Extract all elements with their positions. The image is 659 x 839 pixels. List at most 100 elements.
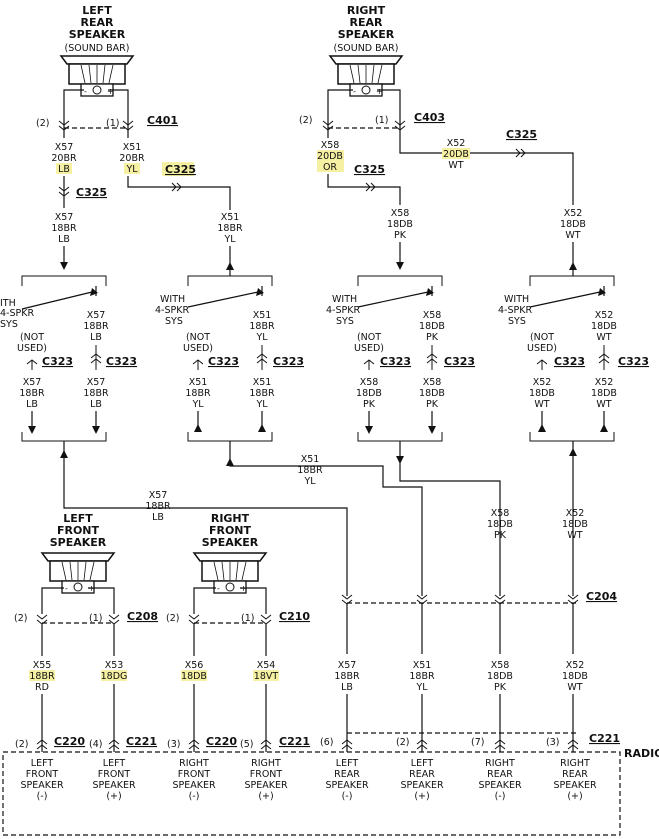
sw2-x51-r-color: YL bbox=[255, 399, 268, 410]
x58-a: X58 bbox=[321, 140, 340, 151]
right-rear-speaker-title-1: RIGHT bbox=[347, 4, 386, 17]
rt2-l3: SPEAKER bbox=[172, 780, 215, 791]
c323-2a: C323 bbox=[208, 355, 239, 368]
mid-x57-color: LB bbox=[152, 512, 164, 523]
lo-x58-gauge: 18DB bbox=[487, 671, 513, 682]
c323-4a: C323 bbox=[554, 355, 585, 368]
rt1-l3: SPEAKER bbox=[92, 780, 135, 791]
mid-x52-color: WT bbox=[567, 530, 582, 541]
rad-pin7: (7) bbox=[471, 737, 484, 748]
c401-label: C401 bbox=[147, 114, 178, 127]
rt3-l3: SPEAKER bbox=[244, 780, 287, 791]
sw4-x52-l-color: WT bbox=[534, 399, 549, 410]
lf-x55: X55 bbox=[33, 660, 52, 671]
x57-a-gauge: 20BR bbox=[51, 153, 77, 164]
lo-x52-gauge: 18DB bbox=[562, 671, 588, 682]
lf-x55-color: RD bbox=[35, 682, 49, 693]
rad-pin5: (5) bbox=[240, 739, 253, 750]
lr-pin1: (1) bbox=[106, 118, 119, 129]
left-front-speaker-title-3: SPEAKER bbox=[50, 536, 107, 549]
sw2-x51-r-gauge: 18BR bbox=[249, 388, 275, 399]
rt2-l1: RIGHT bbox=[179, 758, 209, 769]
rad-pin3-b: (3) bbox=[546, 737, 559, 748]
sw4-x52-color: WT bbox=[596, 332, 611, 343]
x58-b: X58 bbox=[391, 208, 410, 219]
rt3-l4: (+) bbox=[258, 791, 273, 802]
rf-x54: X54 bbox=[257, 660, 276, 671]
sw1-not: (NOT bbox=[20, 332, 44, 343]
c221-b: C221 bbox=[279, 735, 310, 748]
sw3-x58-gauge: 18DB bbox=[419, 321, 445, 332]
x58-a-color: OR bbox=[323, 162, 337, 173]
sw3-with: WITH bbox=[332, 294, 357, 305]
lo-x52: X52 bbox=[566, 660, 585, 671]
sw3-x58: X58 bbox=[423, 310, 442, 321]
x51-b: X51 bbox=[221, 212, 240, 223]
mid-x57: X57 bbox=[149, 490, 168, 501]
sw3-x58-l: X58 bbox=[360, 377, 379, 388]
left-rear-speaker-title-2: REAR bbox=[81, 16, 114, 29]
rt5-l2: REAR bbox=[409, 769, 435, 780]
radio-terminals: LEFT FRONT SPEAKER (-) LEFT FRONT SPEAKE… bbox=[20, 758, 596, 802]
sw1-with: ITH bbox=[0, 298, 16, 309]
sw3-not: (NOT bbox=[357, 332, 381, 343]
rt1-l4: (+) bbox=[106, 791, 121, 802]
rt4-l2: REAR bbox=[334, 769, 360, 780]
sw2-x51-color: YL bbox=[255, 332, 268, 343]
sw3-x58-r: X58 bbox=[423, 377, 442, 388]
sw2-x51-gauge: 18BR bbox=[249, 321, 275, 332]
sw4-x52-r: X52 bbox=[595, 377, 614, 388]
lo-x57: X57 bbox=[338, 660, 357, 671]
rt7-l2: REAR bbox=[562, 769, 588, 780]
rt6-l1: RIGHT bbox=[485, 758, 515, 769]
sw2-used: USED) bbox=[183, 343, 213, 354]
x57-a: X57 bbox=[55, 142, 74, 153]
rt0-l3: SPEAKER bbox=[20, 780, 63, 791]
radio-label: RADIO bbox=[624, 747, 659, 760]
c325-wt: C325 bbox=[506, 128, 537, 141]
rt7-l3: SPEAKER bbox=[553, 780, 596, 791]
mid-x51: X51 bbox=[301, 454, 320, 465]
c210-label: C210 bbox=[279, 610, 310, 623]
sw2-x51-l-gauge: 18BR bbox=[185, 388, 211, 399]
sw1-x57-l-color: LB bbox=[26, 399, 38, 410]
lo-x57-gauge: 18BR bbox=[334, 671, 360, 682]
rt4-l3: SPEAKER bbox=[325, 780, 368, 791]
c325-rr: C325 bbox=[354, 163, 385, 176]
sw4-x52-r-gauge: 18DB bbox=[591, 388, 617, 399]
left-rear-speaker-title-1: LEFT bbox=[82, 4, 112, 17]
sw4-x52-r-color: WT bbox=[596, 399, 611, 410]
rt3-l2: FRONT bbox=[250, 769, 283, 780]
rt6-l2: REAR bbox=[487, 769, 513, 780]
lo-x52-color: WT bbox=[567, 682, 582, 693]
sw4-sys: SYS bbox=[508, 316, 526, 327]
x52-b-color: WT bbox=[565, 230, 580, 241]
rr-pin2: (2) bbox=[299, 115, 312, 126]
sw3-x58-l-gauge: 18DB bbox=[356, 388, 382, 399]
mid-x51-gauge: 18BR bbox=[297, 465, 323, 476]
right-front-speaker-title-3: SPEAKER bbox=[202, 536, 259, 549]
left-rear-speaker-title-3: SPEAKER bbox=[69, 28, 126, 41]
rt0-l4: (-) bbox=[37, 791, 48, 802]
lr-pin2: (2) bbox=[36, 118, 49, 129]
lf-x55-gauge: 18BR bbox=[29, 671, 55, 682]
sw3-spkr: 4-SPKR bbox=[326, 305, 360, 316]
c221-c: C221 bbox=[589, 732, 620, 745]
mid-x57-gauge: 18BR bbox=[145, 501, 171, 512]
x57-b-color: LB bbox=[58, 234, 70, 245]
sw3-x58-l-color: PK bbox=[363, 399, 376, 410]
sw3-x58-color: PK bbox=[426, 332, 439, 343]
x57-b: X57 bbox=[55, 212, 74, 223]
x52-b-gauge: 18DB bbox=[560, 219, 586, 230]
mid-x58-gauge: 18DB bbox=[487, 519, 513, 530]
sw2-sys: SYS bbox=[165, 316, 183, 327]
rad-pin3-a: (3) bbox=[167, 739, 180, 750]
c325-lr: C325 bbox=[76, 186, 107, 199]
lf-pin2: (2) bbox=[14, 613, 27, 624]
sw4-x52-l: X52 bbox=[533, 377, 552, 388]
sw4-not: (NOT bbox=[530, 332, 554, 343]
c325-yl: C325 bbox=[165, 163, 196, 176]
rf-pin1: (1) bbox=[241, 613, 254, 624]
mid-x52: X52 bbox=[566, 508, 585, 519]
